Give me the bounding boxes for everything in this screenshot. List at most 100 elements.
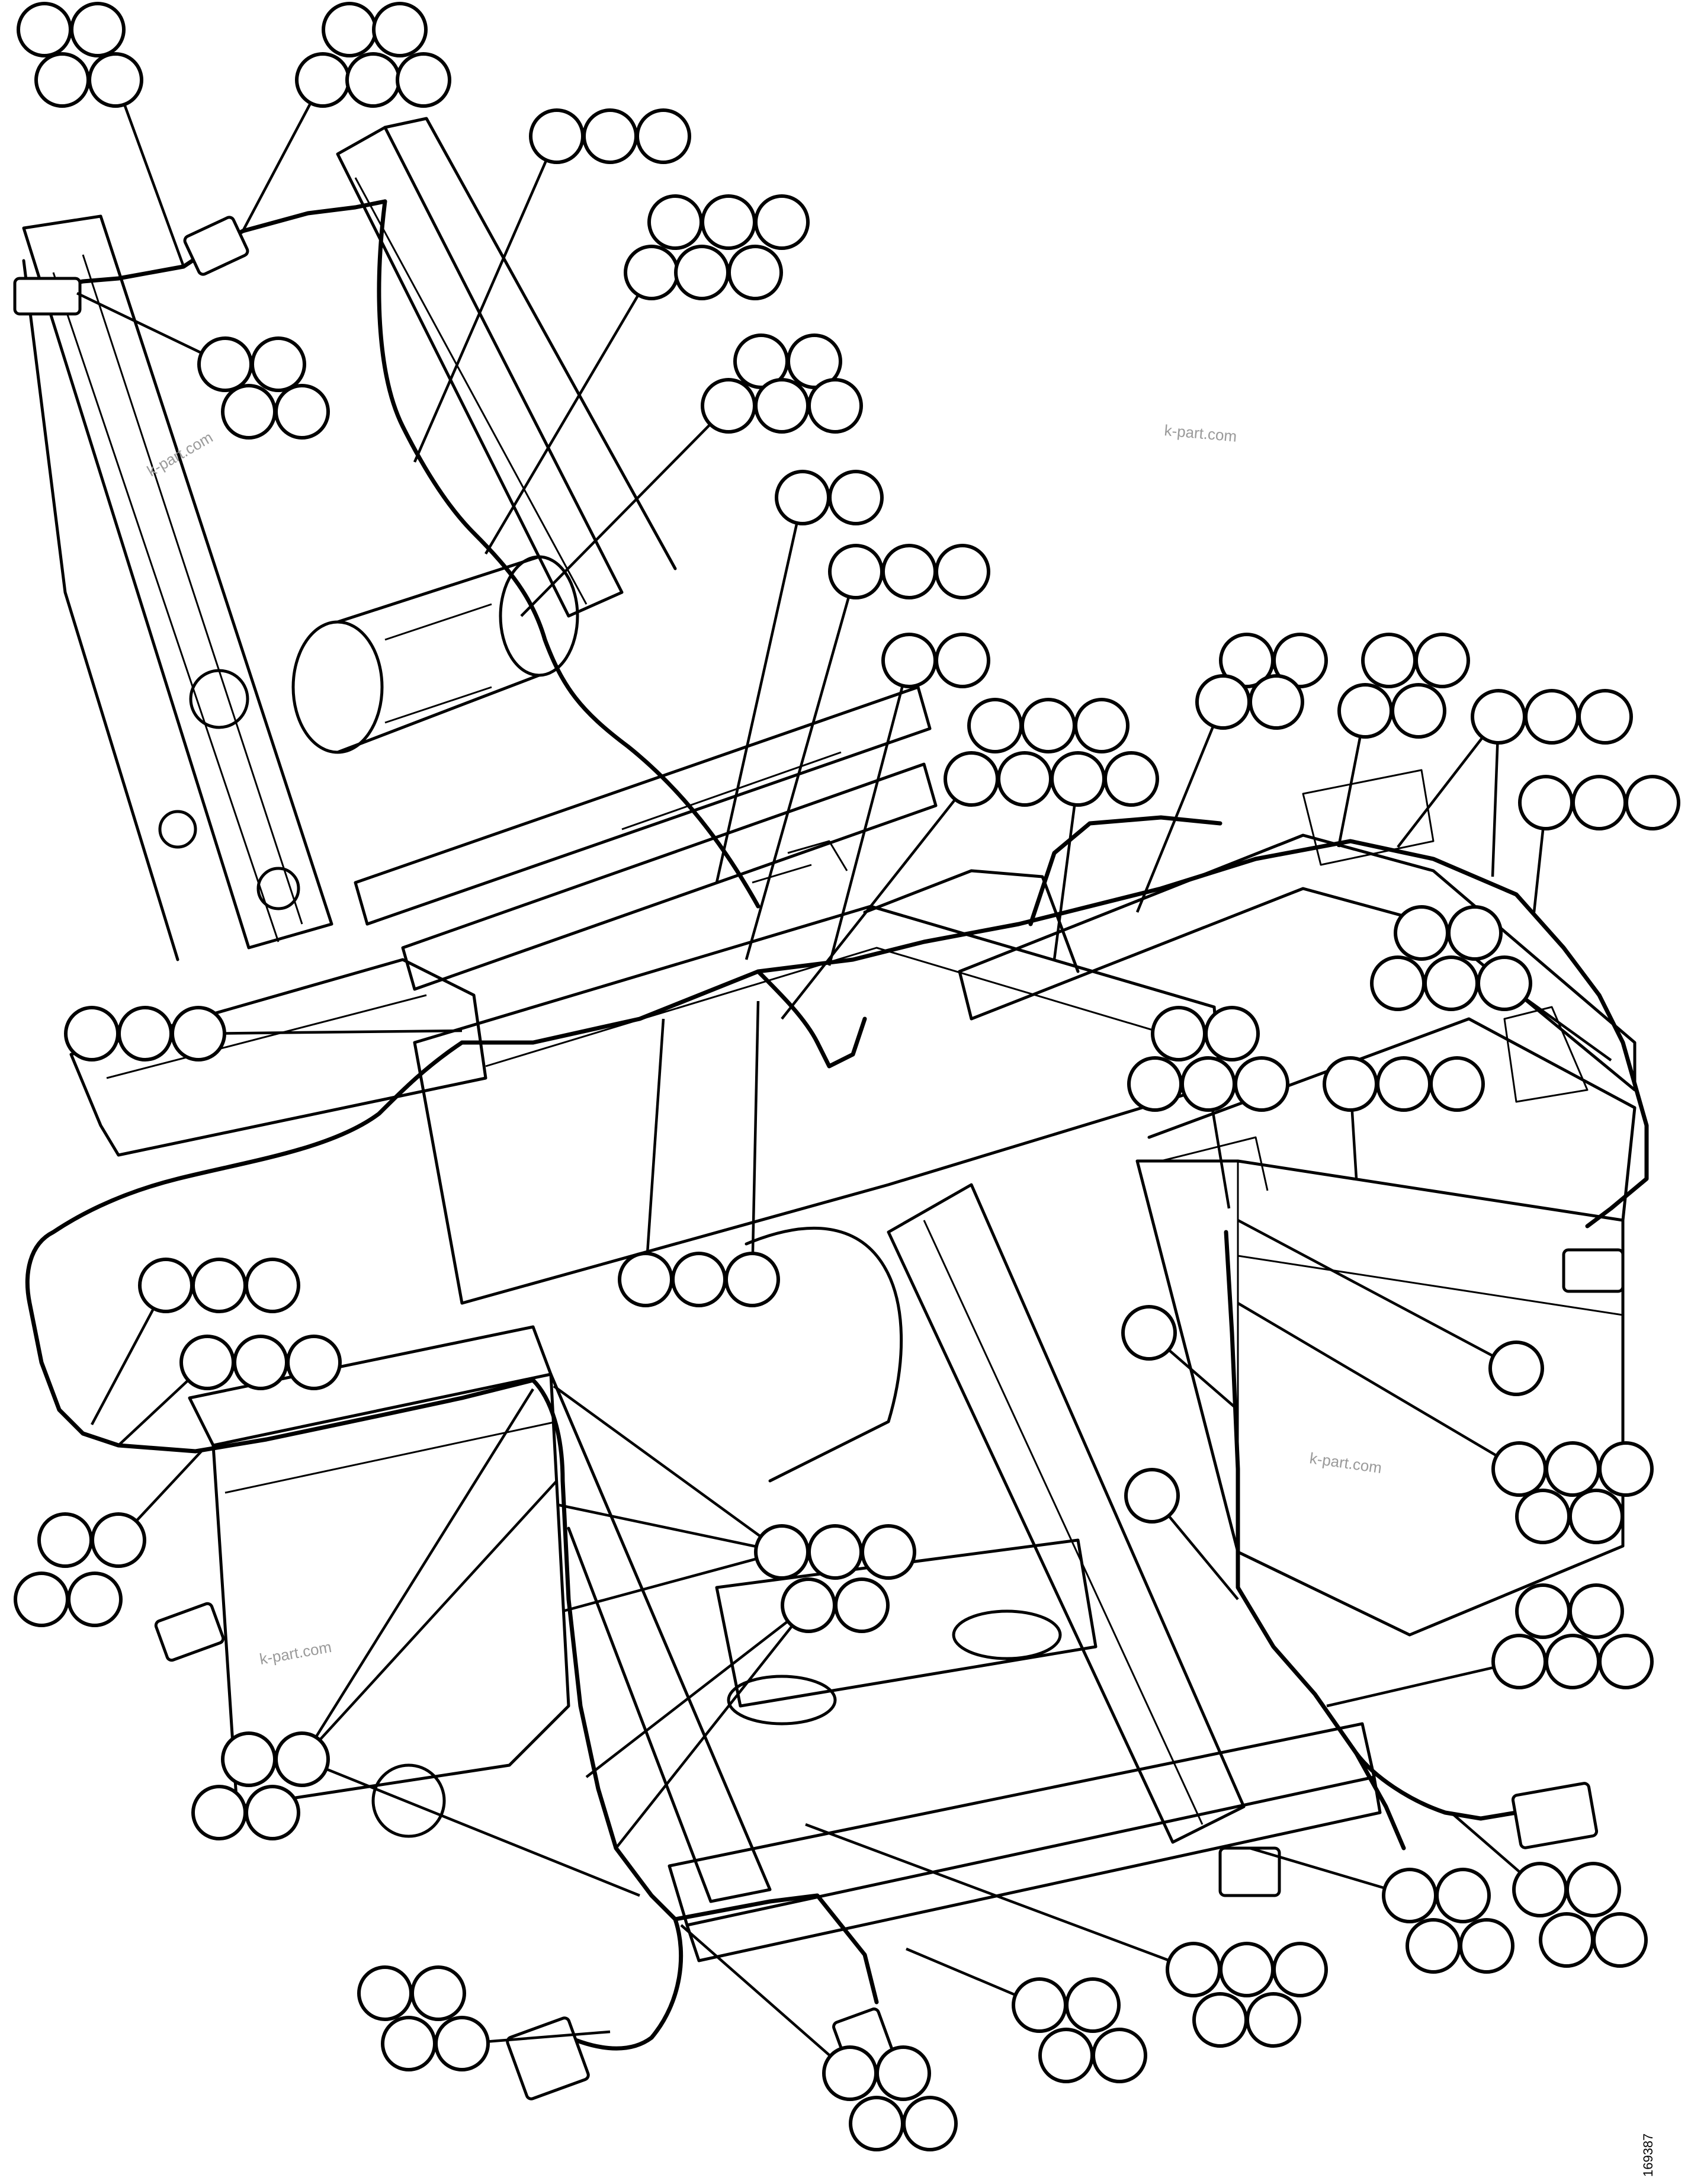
callout-bubble [754, 378, 810, 434]
callout-bubble [274, 384, 330, 440]
callout-leader-line [1450, 1811, 1522, 1874]
callout-bubble [997, 751, 1053, 807]
rear-left-lamp [506, 2016, 590, 2100]
callout-bubble [274, 1731, 330, 1787]
callout-bubble [1382, 1868, 1437, 1923]
callout-bubble [221, 1731, 277, 1787]
callout-bubble [64, 1006, 120, 1061]
callout-bubble [1515, 1489, 1571, 1544]
callout-bubble [357, 1965, 413, 2021]
callout-bubble [221, 384, 277, 440]
callout-bubble [618, 1252, 673, 1307]
callout-bubble [1246, 1992, 1301, 2048]
callout-leader-line [646, 1018, 665, 1254]
callout-bubble [529, 108, 585, 164]
watermark: k-part.com [1308, 1449, 1383, 1477]
callout-bubble [1272, 633, 1328, 688]
callout-bubble [1272, 1942, 1328, 1997]
callout-bubble [754, 194, 810, 250]
left-side-lamp [154, 1602, 225, 1662]
callout-bubble [251, 336, 306, 392]
callout-bubble [935, 633, 990, 688]
callout-bubble [1050, 751, 1106, 807]
callout-leader-line [745, 596, 851, 960]
callout-bubble [1021, 698, 1076, 753]
callout-bubble [372, 2, 428, 57]
callout-bubble [1370, 955, 1426, 1011]
callout-bubble [1625, 775, 1680, 830]
callout-bubble [1414, 633, 1470, 688]
callout-bubble [1337, 683, 1393, 739]
callout-leader-line [319, 1480, 558, 1742]
callout-leader-line [1397, 736, 1484, 848]
callout-leader-line [827, 685, 904, 966]
callout-bubble [67, 1572, 123, 1627]
callout-leader-line [520, 423, 711, 617]
callout-leader-line [751, 1000, 760, 1254]
callout-bubble [828, 470, 884, 525]
callout-bubble [1568, 1489, 1624, 1544]
callout-bubble [1565, 1862, 1621, 1917]
callout-bubble [1571, 775, 1627, 830]
callout-bubble [1234, 1056, 1289, 1112]
callout-bubble [1518, 775, 1574, 830]
callout-bubble [902, 2096, 958, 2151]
callout-leader-line [1167, 1515, 1239, 1601]
callout-leader-line [413, 159, 548, 463]
callout-bubble [701, 378, 756, 434]
callout-leader-line [91, 1307, 155, 1426]
callout-bubble [1577, 689, 1633, 745]
callout-leader-line [1053, 804, 1076, 960]
right-side-lamp [1562, 1248, 1625, 1293]
callout-bubble [624, 245, 679, 300]
callout-leader-line [1237, 1302, 1498, 1457]
callout-bubble [1127, 1056, 1183, 1112]
callout-bubble [727, 245, 783, 300]
callout-leader-line [325, 1768, 640, 1897]
callout-bubble [1524, 689, 1580, 745]
callout-bubble [117, 1006, 173, 1061]
callout-leader-line [553, 1385, 762, 1538]
rear-right-lamp [1511, 1782, 1599, 1849]
front-work-lamp [183, 216, 249, 276]
callout-leader-line [1491, 742, 1499, 877]
callout-bubble [1545, 1441, 1600, 1497]
callout-bubble [91, 1512, 146, 1568]
callout-bubble [1394, 905, 1449, 961]
callout-bubble [322, 2, 377, 57]
callout-bubble [754, 1524, 810, 1580]
callout-bubble [1592, 1912, 1648, 1968]
callout-bubble [1219, 1942, 1275, 1997]
watermark: k-part.com [1163, 421, 1237, 445]
callout-bubble [381, 2016, 437, 2071]
callout-bubble [1376, 1056, 1432, 1112]
callout-bubble [1545, 1634, 1600, 1689]
callout-bubble [1447, 905, 1503, 961]
callout-leader-line [484, 294, 640, 555]
callout-bubble [1423, 955, 1479, 1011]
callout-bubble [881, 544, 937, 599]
callout-bubble [1124, 1468, 1180, 1524]
callout-bubble [396, 52, 451, 108]
callout-leader-line [1167, 1349, 1239, 1411]
callout-leader-line [805, 1823, 1170, 1962]
callout-bubble [1471, 689, 1526, 745]
watermark: k-part.com [144, 428, 216, 480]
callout-bubble [671, 1252, 727, 1307]
callout-leader-line [487, 2030, 611, 2043]
callout-leader-line [1337, 736, 1362, 848]
callout-leader-line [1525, 997, 1612, 1061]
callout-bubble [1065, 1977, 1121, 2033]
callout-bubble [1195, 674, 1251, 730]
callout-leader-line [1249, 1846, 1385, 1890]
callout-bubble [1515, 1583, 1571, 1639]
callout-bubble [138, 1258, 194, 1313]
callout-bubble [17, 2, 72, 57]
callout-bubble [1121, 1305, 1177, 1361]
callout-bubble [1477, 955, 1532, 1011]
callout-bubble [191, 1785, 247, 1840]
callout-bubble [1180, 1056, 1236, 1112]
callout-bubble [233, 1335, 288, 1390]
callout-bubble [88, 52, 143, 108]
callout-bubble [1539, 1912, 1594, 1968]
